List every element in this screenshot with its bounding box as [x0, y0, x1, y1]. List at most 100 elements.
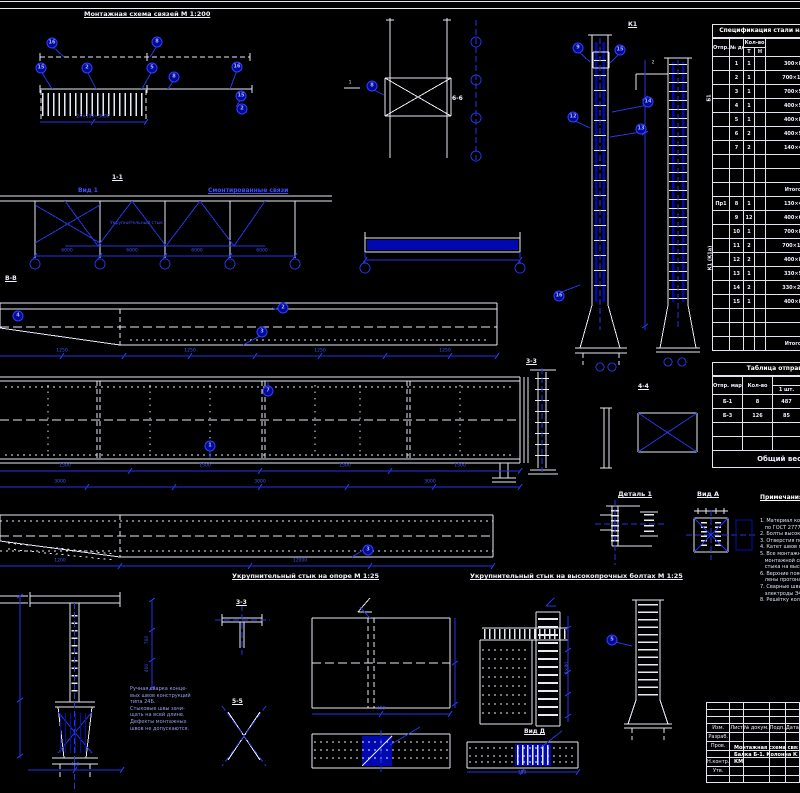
table-cell: 400×8: [765, 112, 800, 127]
table-cell: [712, 140, 730, 155]
balloon-marker: 14: [642, 96, 654, 108]
table-cell: [753, 196, 767, 211]
text-line: Монтажная схема связей.: [734, 745, 798, 751]
text-line: типа 24Б.: [130, 699, 156, 706]
balloon-marker: 15: [35, 62, 47, 74]
table-cell: 330×5: [765, 266, 800, 281]
table-cell: [753, 280, 767, 295]
table-cell: 85: [772, 408, 800, 423]
table-cell: [705, 709, 731, 717]
table-cell: [765, 168, 800, 183]
table-cell: [753, 238, 767, 253]
table-cell: 10: [729, 224, 744, 239]
table-cell: [743, 168, 755, 183]
text-line: стыка на высокопрочных болтах.: [764, 564, 800, 571]
table-cell: 8: [729, 196, 744, 211]
table-cell: [743, 709, 770, 717]
table-cell: 2: [743, 140, 755, 155]
section-label-3-3: 3-3: [526, 358, 537, 365]
view-d-label: Вид Д: [524, 728, 546, 735]
table-cell: 2: [729, 70, 744, 85]
table-row: [705, 775, 800, 783]
dimension-text: 6000: [256, 248, 268, 254]
table-cell: [753, 336, 767, 351]
splice-bolts-title: Укрупнительный стык на высокопрочных бол…: [470, 572, 683, 580]
dimension-text: 1500: [454, 463, 466, 469]
dimension-text: 2: [651, 60, 655, 66]
table-row: [712, 154, 800, 169]
spec-col-mark: Отпр. марка: [712, 38, 730, 57]
table-cell: [712, 168, 730, 183]
table-cell: [743, 154, 755, 169]
table-cell: 2: [743, 280, 755, 295]
table-cell: [768, 775, 786, 783]
spec-table-title: Спецификация стали на отправочные марки: [712, 24, 800, 38]
dimension-text: 24×150=3600: [76, 114, 110, 120]
table-cell: 5: [729, 112, 744, 127]
table-cell: Изм.: [705, 723, 731, 733]
balloon-marker: 3: [362, 544, 374, 556]
table-cell: № докум.: [743, 723, 770, 733]
table-cell: 700×10: [765, 238, 800, 253]
balloon-marker: 8: [366, 80, 378, 92]
table-cell: [729, 154, 744, 169]
table-cell: [753, 154, 767, 169]
text-line: Балка Б-1. Колонна К1: [734, 752, 798, 758]
table-cell: [768, 732, 786, 742]
table-cell: Пр1: [712, 196, 730, 211]
table-cell: [765, 322, 800, 337]
view-1-label: Вид 1: [78, 187, 98, 194]
table-cell: [743, 716, 770, 724]
table-cell: 330×20: [765, 280, 800, 295]
table-cell: 1: [743, 294, 755, 309]
table-cell: [784, 732, 800, 742]
table-cell: [712, 112, 730, 127]
balloon-marker: 7: [262, 385, 274, 397]
notes-title: Примечания:: [760, 494, 800, 502]
table-cell: [712, 422, 743, 437]
table-cell: [729, 709, 745, 717]
table-cell: [712, 280, 730, 295]
table-cell: [765, 154, 800, 169]
dimension-text: 1500: [59, 463, 71, 469]
qty-col-mark: Отпр. марка: [712, 376, 743, 395]
table-cell: [753, 126, 767, 141]
table-cell: 300×8: [765, 56, 800, 71]
table-cell: [705, 702, 731, 710]
table-cell: 400×5: [765, 126, 800, 141]
table-cell: [743, 308, 755, 323]
balloon-marker: 12: [567, 111, 579, 123]
balloon-marker: 2: [81, 62, 93, 74]
table-cell: [729, 716, 745, 724]
table-row: Разраб.: [705, 732, 800, 742]
text-line: вых швов конструкций: [130, 692, 191, 699]
dimension-text: 1500: [199, 463, 211, 469]
mounted-braces-label: Смонтированные связи: [208, 187, 289, 194]
section-label-6-6: 6-6: [452, 95, 463, 102]
text-line: электроды Э42.: [764, 590, 800, 597]
table-row: [705, 702, 800, 710]
table-cell: 9: [729, 210, 744, 225]
balloon-marker: 3: [256, 326, 268, 338]
table-cell: [705, 775, 731, 783]
table-cell: 7: [729, 140, 744, 155]
table-cell: [729, 308, 744, 323]
table-cell: [712, 322, 730, 337]
table-cell: 8: [742, 394, 773, 409]
table-cell: [743, 702, 770, 710]
table-cell: 700×12: [765, 70, 800, 85]
text-line: 7. Сварные швы по ГОСТ 5264-80,: [760, 583, 800, 590]
table-cell: Подп.: [768, 723, 786, 733]
table-cell: [712, 224, 730, 239]
table-row: [712, 308, 800, 323]
table-row: [705, 716, 800, 724]
table-cell: 12: [743, 210, 755, 225]
